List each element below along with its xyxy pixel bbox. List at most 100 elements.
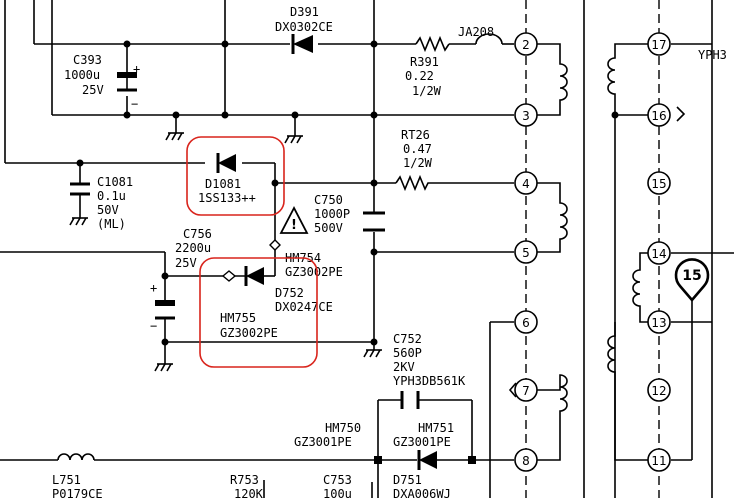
highlight-box-d1081	[186, 136, 285, 216]
r391-value: 0.22	[405, 69, 434, 83]
svg-text:15: 15	[651, 177, 666, 191]
l751-ref: L751	[52, 473, 81, 487]
pin-15-marker: 15	[674, 258, 710, 302]
c756-minus-mark: −	[150, 319, 157, 333]
d1081-part: 1SS133++	[198, 191, 256, 205]
svg-text:13: 13	[651, 316, 666, 330]
pin-16: 16	[647, 103, 671, 127]
coil-7-8-symbol	[537, 374, 568, 461]
coil-4-5-symbol	[537, 182, 568, 253]
diode-d752-symbol	[244, 266, 264, 286]
c393-ref: C393	[73, 53, 102, 67]
test-point-hm755-symbol	[221, 270, 237, 282]
c756-voltage: 25V	[175, 256, 197, 270]
d1081-ref: D1081	[205, 177, 241, 191]
rt26-ref: RT26	[401, 128, 430, 142]
highlight-box-d752	[199, 257, 318, 368]
pin-2: 2	[514, 32, 538, 56]
test-point-hm754-symbol	[269, 239, 281, 251]
c752-ref: C752	[393, 332, 422, 346]
svg-text:7: 7	[522, 384, 530, 398]
capacitor-c393-symbol	[117, 72, 137, 92]
coil-17-16-symbol	[607, 43, 648, 116]
diode-d391-symbol	[291, 34, 313, 54]
ground-symbol	[69, 217, 88, 226]
pin-8: 8	[514, 448, 538, 472]
d751-ref: D751	[393, 473, 422, 487]
c756-ref: C756	[183, 227, 212, 241]
svg-text:15: 15	[682, 268, 701, 284]
svg-text:17: 17	[651, 38, 666, 52]
capacitor-c756-symbol	[155, 290, 175, 320]
svg-text:6: 6	[522, 316, 530, 330]
svg-text:8: 8	[522, 454, 530, 468]
c753-ref: C753	[323, 473, 352, 487]
jumper-ja208-symbol	[475, 33, 503, 45]
inductor-l751-symbol	[57, 453, 95, 461]
c1081-value: 0.1u	[97, 189, 126, 203]
test-point-hm750-symbol	[374, 456, 382, 464]
d391-ref: D391	[290, 5, 319, 19]
svg-text:3: 3	[522, 109, 530, 123]
svg-text:2: 2	[522, 38, 530, 52]
pin-3: 3	[514, 103, 538, 127]
warning-icon: !	[279, 206, 309, 234]
svg-text:!: !	[291, 218, 297, 233]
ground-symbol	[284, 115, 303, 144]
pin-11: 11	[647, 448, 671, 472]
rt26-value: 0.47	[403, 142, 432, 156]
c1081-voltage: 50V	[97, 203, 119, 217]
capacitor-c750-symbol	[363, 211, 385, 232]
hm751-ref: HM751	[418, 421, 454, 435]
pin-7: 7	[514, 378, 538, 402]
c1081-note: (ML)	[97, 217, 126, 231]
svg-text:14: 14	[651, 247, 666, 261]
pin-15: 15	[647, 171, 671, 195]
rt26-rating: 1/2W	[403, 156, 433, 170]
pin-13: 13	[647, 310, 671, 334]
r391-rating: 1/2W	[412, 84, 442, 98]
c752-value: 560P	[393, 346, 422, 360]
c756-plus-mark: +	[150, 281, 157, 295]
svg-text:5: 5	[522, 246, 530, 260]
hm751-part: GZ3001PE	[393, 435, 451, 449]
c752-voltage: 2KV	[393, 360, 415, 374]
c750-value: 1000P	[314, 207, 350, 221]
c393-value: 1000u	[64, 68, 100, 82]
ground-symbol	[363, 342, 382, 358]
r753-value: 120K	[234, 487, 264, 498]
coil-14-13-symbol	[632, 252, 648, 323]
d751-part: DXA006WJ	[393, 487, 451, 498]
pin-14: 14	[647, 241, 671, 265]
coil-13-11-symbol	[607, 322, 648, 461]
hm750-part: GZ3001PE	[294, 435, 352, 449]
ground-symbol	[165, 115, 184, 141]
yph-top-fragment: YPH3	[698, 48, 727, 62]
c393-voltage: 25V	[82, 83, 104, 97]
c393-plus-mark: +	[133, 62, 140, 76]
arrow-icon	[508, 382, 517, 398]
resistor-r391-symbol	[415, 35, 450, 53]
test-point-hm751-symbol	[468, 456, 476, 464]
diode-d1081-symbol	[216, 153, 236, 173]
d752-ref: D752	[275, 286, 304, 300]
hm755-ref: HM755	[220, 311, 256, 325]
diode-d751-symbol	[417, 450, 437, 470]
resistor-rt26-symbol	[395, 174, 432, 192]
c1081-ref: C1081	[97, 175, 133, 189]
ground-symbol	[154, 363, 173, 372]
svg-text:4: 4	[522, 177, 530, 191]
hm750-ref: HM750	[325, 421, 361, 435]
svg-text:16: 16	[651, 109, 666, 123]
d391-part: DX0302CE	[275, 20, 333, 34]
hm754-part: GZ3002PE	[285, 265, 343, 279]
r391-ref: R391	[410, 55, 439, 69]
pin-6: 6	[514, 310, 538, 334]
pin-5: 5	[514, 240, 538, 264]
coil-2-3-symbol	[537, 43, 568, 116]
svg-text:11: 11	[651, 454, 666, 468]
pin-12: 12	[647, 378, 671, 402]
l751-part: P0179CE	[52, 487, 103, 498]
